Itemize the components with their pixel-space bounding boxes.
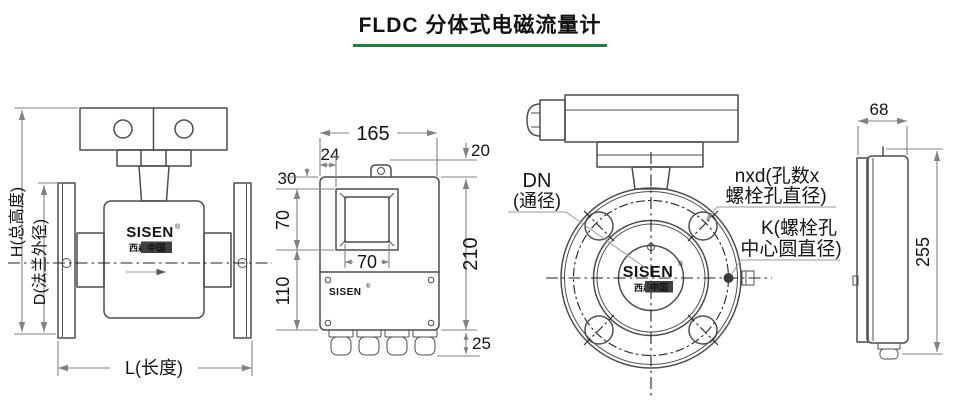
sensor-side-view: SISEN ® 西森 中国 H(总高度) D(法兰外径)	[8, 107, 272, 378]
converter-brand-reg: ®	[366, 283, 371, 290]
dim-70v-label: 70	[273, 210, 293, 230]
dim-255-height: 255	[886, 148, 943, 355]
label-nxd-line1: nxd(孔数x	[735, 165, 820, 187]
dim-70-display-height: 70	[273, 189, 334, 251]
dim-68-label: 68	[870, 100, 889, 119]
front-brand-cn-right-box	[645, 281, 673, 293]
dim-20-lug: 20	[390, 141, 490, 161]
label-nxd-line2: 螺栓孔直径)	[725, 185, 826, 207]
dim-25-gland: 25	[437, 333, 491, 357]
brand-name: SISEN	[126, 224, 174, 241]
dim-210-height: 210	[441, 176, 482, 331]
label-nxd: nxd(孔数x 螺栓孔直径)	[705, 165, 836, 222]
dim-24-label: 24	[321, 145, 340, 164]
dim-H-total-height: H(总高度)	[8, 107, 78, 335]
sensor-body-outline	[57, 107, 252, 339]
front-brand-name: SISEN	[623, 264, 674, 281]
dim-H-label: H(总高度)	[8, 187, 26, 257]
dim-24-offset: 24	[320, 145, 339, 187]
label-dn-line2: (通径)	[513, 191, 561, 211]
dim-110-label: 110	[273, 277, 293, 306]
page-title: FLDC 分体式电磁流量计	[352, 9, 608, 47]
dim-70h-label: 70	[357, 252, 377, 272]
converter-side-outline	[852, 146, 909, 360]
label-k-line1: K(螺栓孔	[761, 217, 837, 239]
converter-brand-name: SISEN	[329, 287, 362, 298]
front-converter-outline	[526, 94, 739, 190]
dim-165-width: 165	[319, 123, 438, 176]
dim-D-flange-od: D(法兰外径)	[31, 182, 57, 332]
title-block: FLDC 分体式电磁流量计	[0, 0, 960, 47]
brand-cn-right: 中国	[147, 242, 165, 253]
brand-cn-right-box	[141, 241, 172, 253]
dim-30-offset: 30	[276, 168, 334, 190]
cable-glands	[328, 329, 438, 356]
dim-L-length: L(长度)	[57, 341, 253, 378]
sensor-front-view: SISEN ® 西森 中国 DN (通径) nxd(孔数x 螺栓孔直径) K(螺…	[508, 94, 842, 398]
dim-255-label: 255	[913, 237, 933, 267]
label-dn: DN (通径)	[508, 170, 648, 270]
dim-68-depth: 68	[857, 100, 908, 155]
bolt-circle-marker-dot	[723, 273, 734, 283]
dim-30-label: 30	[278, 169, 297, 188]
label-k-line2: 中心圆直径)	[740, 238, 841, 260]
brand-reg-mark: ®	[175, 223, 181, 231]
flange-face	[546, 152, 772, 398]
dim-L-label: L(长度)	[125, 358, 183, 378]
dim-D-label: D(法兰外径)	[31, 219, 49, 305]
converter-outline: SISEN ®	[319, 164, 440, 356]
front-logo: SISEN ® 西森 中国	[623, 260, 684, 293]
dim-210-label: 210	[460, 237, 482, 270]
converter-front-view: SISEN ® 165 24 20 30	[273, 123, 491, 357]
dim-110-lower: 110	[273, 250, 318, 331]
dim-20-label: 20	[471, 141, 490, 160]
ground-terminal	[741, 270, 755, 286]
front-brand-cn-left: 西森	[634, 282, 653, 293]
converter-side-view: 68 255	[852, 100, 943, 360]
brand-cn-left: 西森	[129, 242, 148, 253]
dim-165-label: 165	[356, 123, 389, 145]
dim-70-display-width: 70	[344, 244, 390, 272]
front-brand-cn-right: 中国	[650, 282, 668, 293]
sensor-logo: SISEN ® 西森 中国	[126, 223, 181, 253]
label-k: K(螺栓孔 中心圆直径)	[730, 217, 842, 276]
front-brand-reg: ®	[678, 260, 684, 268]
dim-25-label: 25	[472, 334, 491, 353]
label-dn-line1: DN	[523, 170, 552, 192]
